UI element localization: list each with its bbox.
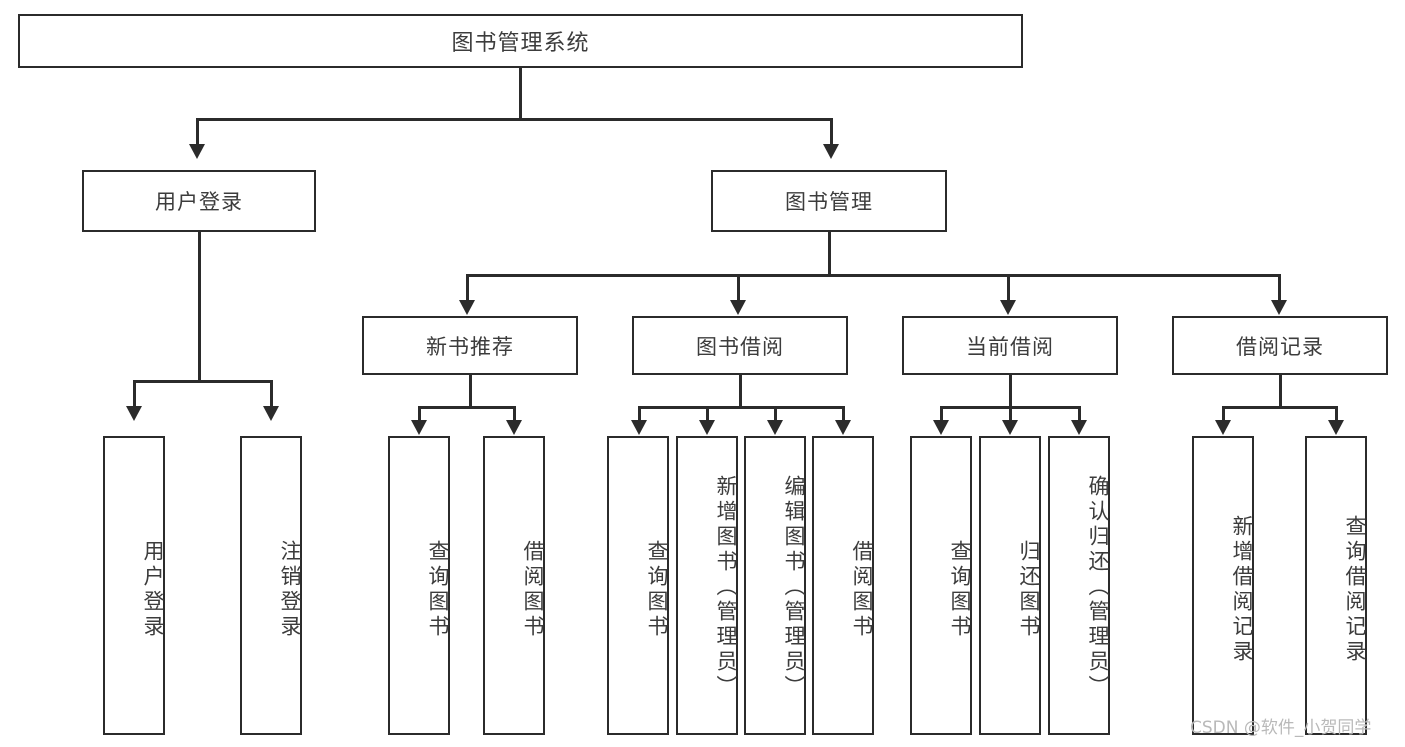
arrow-new-book-leaf-2 — [506, 420, 522, 435]
node-root-system[interactable]: 图书管理系统 — [18, 14, 1023, 68]
csdn-watermark: CSDN @软件_小贺同学 — [1190, 718, 1372, 738]
node-current-borrow[interactable]: 当前借阅 — [902, 316, 1118, 375]
connector-book-manage-stem — [828, 232, 831, 276]
connector-book-borrow-drop-2 — [706, 406, 709, 422]
node-user-login[interactable]: 用户登录 — [82, 170, 316, 232]
arrow-book-borrow-leaf-3 — [767, 420, 783, 435]
arrow-user-login-leaf-2 — [263, 406, 279, 421]
connector-new-book-drop-2 — [513, 406, 516, 422]
node-book-borrow[interactable]: 图书借阅 — [632, 316, 848, 375]
leaf-book-borrow-add-book-admin[interactable]: 新增图书（管理员） — [676, 436, 738, 735]
leaf-current-borrow-confirm-return-admin[interactable]: 确认归还（管理员） — [1048, 436, 1110, 735]
arrow-book-manage-child-2 — [730, 300, 746, 315]
connector-book-manage-bus — [466, 274, 1280, 277]
leaf-current-borrow-return-book[interactable]: 归还图书 — [979, 436, 1041, 735]
arrow-borrow-record-leaf-1 — [1215, 420, 1231, 435]
arrow-borrow-record-leaf-2 — [1328, 420, 1344, 435]
connector-new-book-drop-1 — [418, 406, 421, 422]
connector-borrow-record-stem — [1279, 375, 1282, 408]
connector-book-manage-drop-2 — [737, 274, 740, 302]
connector-new-book-stem — [469, 375, 472, 408]
leaf-user-login-login[interactable]: 用户登录 — [103, 436, 165, 735]
connector-user-login-bus — [133, 380, 272, 383]
arrow-book-borrow-leaf-4 — [835, 420, 851, 435]
connector-borrow-record-drop-1 — [1222, 406, 1225, 422]
connector-book-manage-drop-1 — [466, 274, 469, 302]
connector-current-borrow-drop-3 — [1078, 406, 1081, 422]
connector-current-borrow-drop-1 — [940, 406, 943, 422]
connector-borrow-record-bus — [1222, 406, 1337, 409]
arrow-current-borrow-leaf-2 — [1002, 420, 1018, 435]
leaf-new-book-query-book[interactable]: 查询图书 — [388, 436, 450, 735]
leaf-new-book-borrow-book[interactable]: 借阅图书 — [483, 436, 545, 735]
leaf-book-borrow-borrow-book[interactable]: 借阅图书 — [812, 436, 874, 735]
connector-book-borrow-bus — [638, 406, 844, 409]
leaf-borrow-record-query-record[interactable]: 查询借阅记录 — [1305, 436, 1367, 735]
node-new-book-recommend[interactable]: 新书推荐 — [362, 316, 578, 375]
connector-user-login-drop-1 — [133, 380, 136, 408]
arrow-root-to-book-manage — [823, 144, 839, 159]
arrow-book-manage-child-4 — [1271, 300, 1287, 315]
connector-new-book-bus — [418, 406, 515, 409]
connector-current-borrow-stem — [1009, 375, 1012, 408]
connector-user-login-drop-2 — [270, 380, 273, 408]
connector-root-to-book-manage — [830, 118, 833, 146]
connector-user-login-stem — [198, 232, 201, 382]
connector-book-borrow-drop-3 — [774, 406, 777, 422]
leaf-current-borrow-query-book[interactable]: 查询图书 — [910, 436, 972, 735]
connector-root-to-user-login — [196, 118, 199, 146]
arrow-current-borrow-leaf-3 — [1071, 420, 1087, 435]
leaf-borrow-record-add-record[interactable]: 新增借阅记录 — [1192, 436, 1254, 735]
arrow-root-to-user-login — [189, 144, 205, 159]
node-borrow-record[interactable]: 借阅记录 — [1172, 316, 1388, 375]
connector-root-stem — [519, 68, 522, 120]
connector-book-borrow-drop-1 — [638, 406, 641, 422]
connector-current-borrow-drop-2 — [1009, 406, 1012, 422]
arrow-user-login-leaf-1 — [126, 406, 142, 421]
connector-book-borrow-stem — [739, 375, 742, 408]
arrow-book-manage-child-1 — [459, 300, 475, 315]
arrow-current-borrow-leaf-1 — [933, 420, 949, 435]
connector-root-bus — [196, 118, 832, 121]
arrow-new-book-leaf-1 — [411, 420, 427, 435]
leaf-book-borrow-query-book[interactable]: 查询图书 — [607, 436, 669, 735]
leaf-book-borrow-edit-book-admin[interactable]: 编辑图书（管理员） — [744, 436, 806, 735]
node-book-management[interactable]: 图书管理 — [711, 170, 947, 232]
connector-borrow-record-drop-2 — [1335, 406, 1338, 422]
arrow-book-manage-child-3 — [1000, 300, 1016, 315]
arrow-book-borrow-leaf-2 — [699, 420, 715, 435]
connector-book-borrow-drop-4 — [842, 406, 845, 422]
arrow-book-borrow-leaf-1 — [631, 420, 647, 435]
connector-book-manage-drop-4 — [1278, 274, 1281, 302]
connector-book-manage-drop-3 — [1007, 274, 1010, 302]
leaf-user-login-logout[interactable]: 注销登录 — [240, 436, 302, 735]
